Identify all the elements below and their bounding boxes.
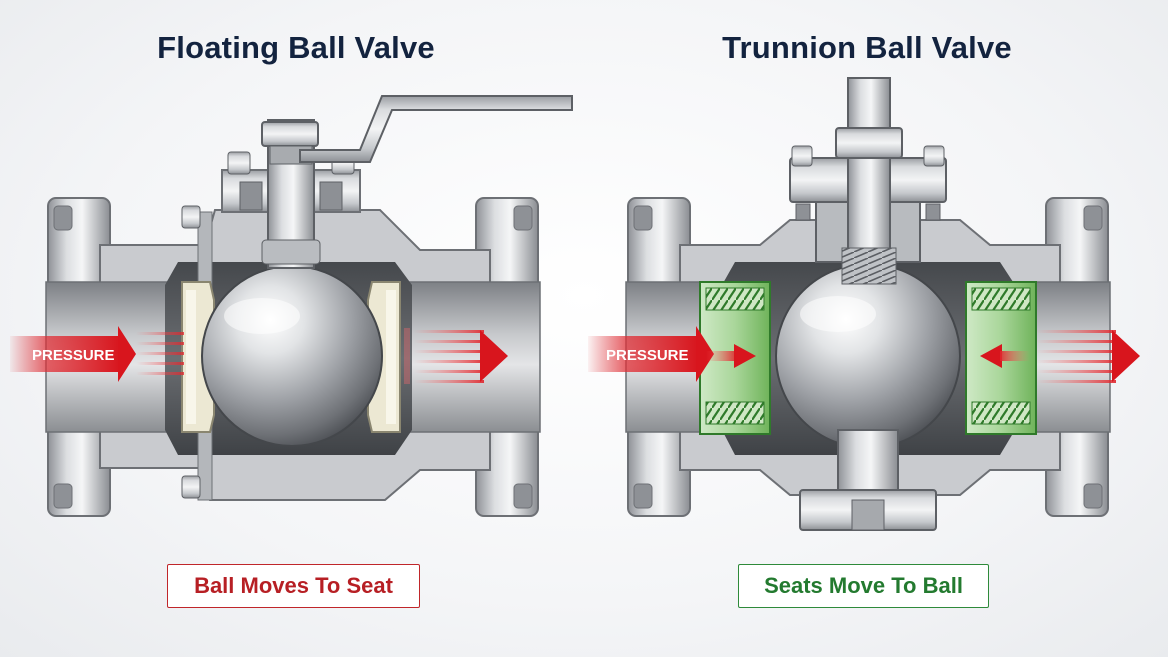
pressure-arrow-left-valve: PRESSURE (10, 326, 136, 382)
flow-streaks-floating (136, 332, 184, 375)
pressure-label-left: PRESSURE (32, 347, 115, 364)
trunnion-caption: Seats Move To Ball (738, 564, 989, 608)
pressure-label-right: PRESSURE (606, 347, 689, 364)
pressure-arrow-right-valve: PRESSURE (588, 326, 714, 382)
floating-valve-body (45, 95, 573, 517)
floating-ball-valve-title: Floating Ball Valve (157, 30, 435, 65)
trunnion-ball-valve-title: Trunnion Ball Valve (722, 30, 1012, 65)
seat-push-arrow-left (706, 344, 756, 368)
trunnion-valve-body (625, 77, 1111, 531)
seat-push-arrow-right (980, 344, 1030, 368)
floating-caption: Ball Moves To Seat (167, 564, 420, 608)
outflow-arrow-floating (404, 328, 508, 384)
outflow-arrow-trunnion (1036, 330, 1140, 383)
